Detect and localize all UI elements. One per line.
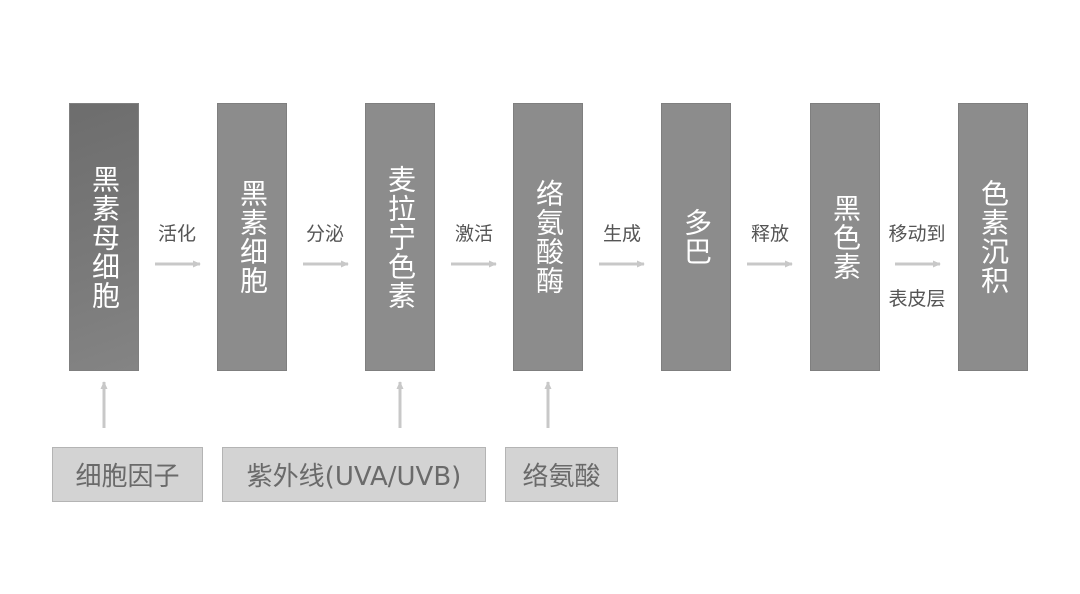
stage-label: 黑素细胞 bbox=[236, 179, 269, 295]
transition-label-activate: 活化 bbox=[157, 223, 196, 245]
stage-dopa: 多巴 bbox=[661, 103, 731, 371]
factor-uv: 紫外线(UVA/UVB) bbox=[222, 447, 486, 502]
stage-label: 黑色素 bbox=[829, 193, 862, 281]
stage-label: 麦拉宁色素 bbox=[384, 164, 417, 310]
transition-label-release: 释放 bbox=[750, 223, 789, 245]
stage-label: 络氨酸酶 bbox=[532, 179, 565, 295]
stage-melanocyte: 黑素细胞 bbox=[217, 103, 287, 371]
stage-pigment-deposit: 色素沉积 bbox=[958, 103, 1028, 371]
transition-label-generate: 生成 bbox=[602, 223, 641, 245]
transition-label-secrete: 分泌 bbox=[305, 223, 344, 245]
stage-label: 多巴 bbox=[680, 208, 713, 266]
factor-tyrosine: 络氨酸 bbox=[505, 447, 618, 502]
transition-sublabel-epidermis: 表皮层 bbox=[888, 288, 946, 310]
stage-melanin-pigment: 麦拉宁色素 bbox=[365, 103, 435, 371]
transition-label-excite: 激活 bbox=[454, 223, 493, 245]
stage-melanin: 黑色素 bbox=[810, 103, 880, 371]
stage-label: 色素沉积 bbox=[977, 179, 1010, 295]
stage-label: 黑素母细胞 bbox=[88, 164, 121, 310]
factor-cytokine: 细胞因子 bbox=[52, 447, 203, 502]
transition-label-move: 移动到 bbox=[888, 223, 946, 245]
stage-tyrosinase: 络氨酸酶 bbox=[513, 103, 583, 371]
stage-melanoblast: 黑素母细胞 bbox=[69, 103, 139, 371]
